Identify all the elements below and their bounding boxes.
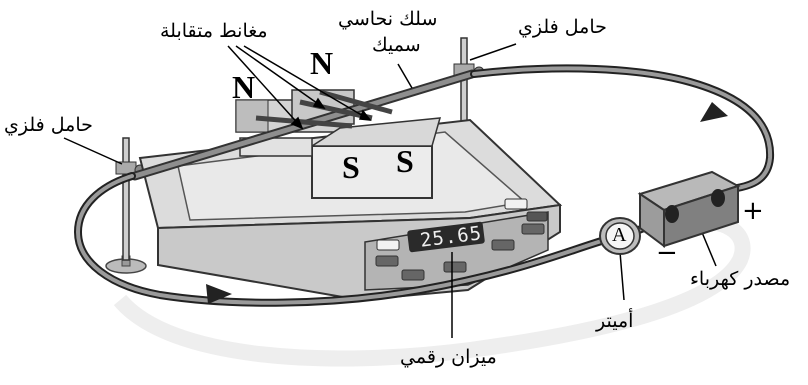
ammeter-device bbox=[599, 217, 641, 255]
copper-wire-label-line2: سميك bbox=[372, 34, 421, 56]
background-loop-shadow bbox=[113, 214, 751, 367]
magnet-pole-south-1: S bbox=[342, 149, 360, 185]
ammeter-label-pointer bbox=[619, 251, 625, 301]
right-stand-label-pointer bbox=[469, 43, 517, 61]
opposing-magnets-label: مغانط متقابلة bbox=[160, 20, 268, 42]
copper-wire-label-line1: سلك نحاسي bbox=[338, 8, 438, 30]
magnet-pole-north-2: N bbox=[310, 45, 334, 81]
power-source-label: مصدر كهرباء bbox=[690, 268, 791, 290]
magnet-pole-north-1: N bbox=[232, 69, 256, 105]
current-arrow-left bbox=[206, 284, 232, 304]
ammeter-label: أميتر bbox=[596, 310, 634, 332]
current-arrow-right bbox=[700, 102, 728, 122]
digital-scale-label: ميزان رقمي bbox=[400, 346, 497, 368]
right-stand-label: حامل فلزي bbox=[518, 16, 607, 38]
terminal-plus-sign: + bbox=[742, 196, 764, 226]
force-arrows bbox=[255, 89, 393, 129]
left-stand-label: حامل فلزي bbox=[4, 114, 93, 136]
left-stand-label-pointer bbox=[63, 137, 123, 165]
ammeter-symbol: A bbox=[612, 224, 627, 246]
circuit-wire bbox=[73, 64, 775, 307]
thick-copper-wire bbox=[130, 69, 477, 181]
magnet-pole-south-2: S bbox=[396, 143, 414, 179]
power-source-device bbox=[637, 170, 741, 248]
magnet-label-pointers bbox=[227, 45, 372, 130]
terminal-minus-sign: − bbox=[656, 238, 678, 268]
wire-label-pointer bbox=[397, 63, 413, 89]
